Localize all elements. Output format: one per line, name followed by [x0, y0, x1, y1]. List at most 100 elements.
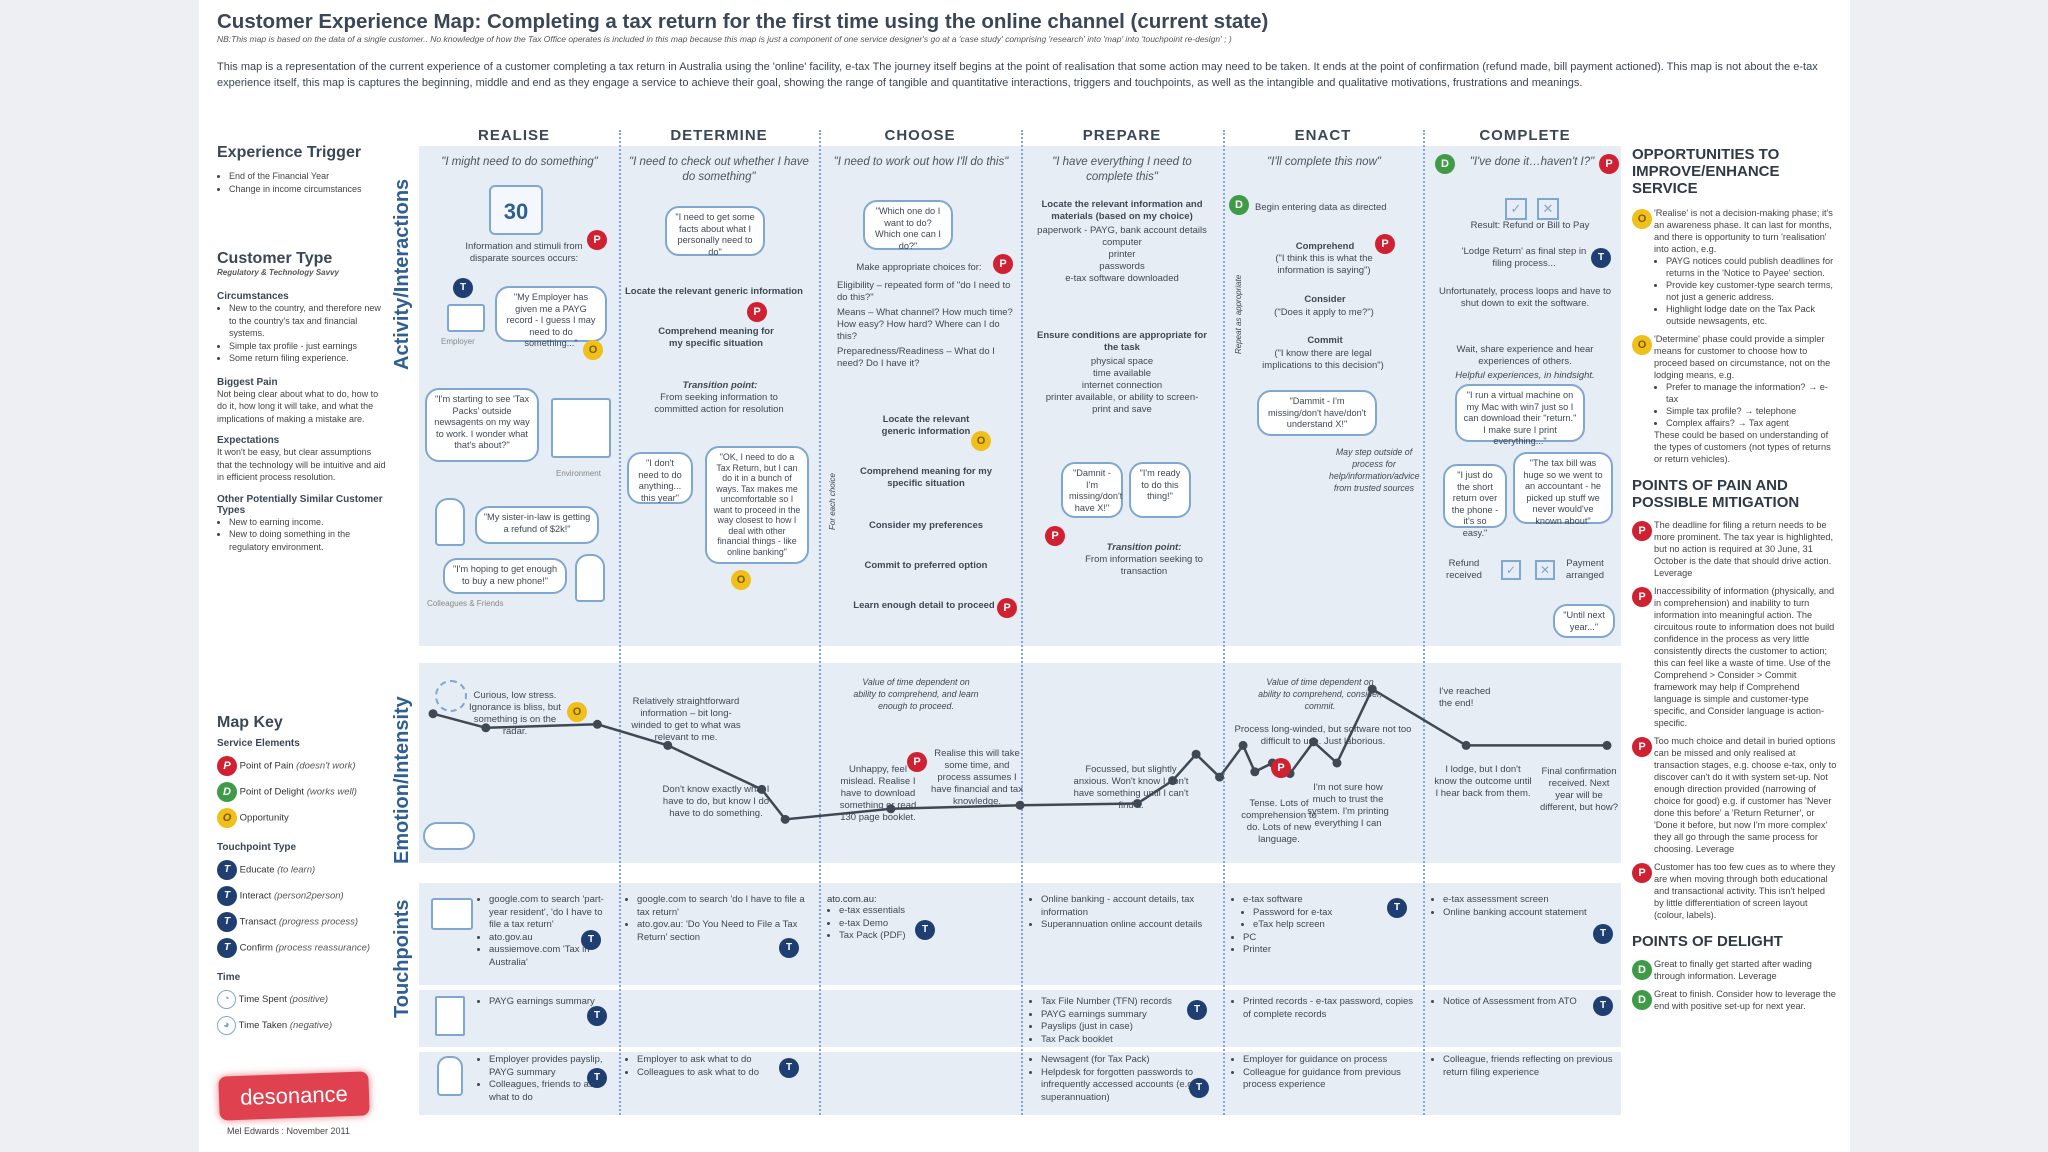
enact-commit: Commit [1265, 335, 1385, 347]
key-hint: (negative) [290, 1020, 332, 1031]
touchpoint-item: Printer [1243, 944, 1381, 957]
customer-type-subtitle: Regulatory & Technology Savvy [217, 268, 387, 277]
employer-label: Employer [441, 336, 475, 348]
phase-header-determine: DETERMINE [644, 127, 794, 144]
phase-header-choose: CHOOSE [845, 127, 995, 144]
key-label: Transact [240, 917, 277, 928]
phase-header-prepare: PREPARE [1047, 127, 1197, 144]
touchpoint-item: e-tax software [1243, 894, 1381, 907]
quote-complete: "I've done it…haven't I?" [1457, 155, 1607, 170]
calendar-icon: 30 [489, 185, 543, 235]
cross-box-icon: ✕ [1535, 560, 1555, 580]
opportunity-icon: O [731, 570, 751, 590]
emotion-prepare: Focussed, but slightly anxious. Won't kn… [1071, 764, 1191, 812]
key-educate: T Educate (to learn) [217, 860, 315, 880]
interact-icon: T [217, 886, 237, 906]
determine-comprehend: Comprehend meaning for my specific situa… [651, 326, 781, 350]
opportunity-text: 'Realise' is not a decision-making phase… [1654, 207, 1837, 255]
complete-result: Result: Refund or Bill to Pay [1455, 220, 1605, 232]
enact-begin: Begin entering data as directed [1255, 202, 1415, 214]
laptop-icon [431, 898, 473, 930]
pain-icon: P [1599, 154, 1619, 174]
transition-text: From information seeking to transaction [1079, 554, 1209, 578]
column-separator [1021, 130, 1023, 1115]
sun-icon [435, 680, 467, 712]
column-separator [819, 130, 821, 1115]
opportunity-item: O 'Realise' is not a decision-making pha… [1632, 207, 1837, 327]
opportunity-bullet: Highlight lodge date on the Tax Pack out… [1666, 303, 1837, 327]
bubble-dammit: "Dammit - I'm missing/don't have/don't u… [1257, 390, 1377, 436]
key-hint: (progress process) [279, 917, 358, 928]
material-item: e-tax software downloaded [1037, 273, 1207, 285]
quote-choose: "I need to work out how I'll do this" [831, 155, 1011, 170]
interact-icon: T [779, 1058, 799, 1078]
pain-icon: P [997, 598, 1017, 618]
emotion-enact-3: I'm not sure how much to trust the syste… [1303, 782, 1393, 830]
touchpoints-enact-people: Employer for guidance on process Colleag… [1231, 1054, 1421, 1092]
cross-box-icon: ✕ [1537, 198, 1559, 220]
opportunity-icon: O [567, 702, 587, 722]
choice-item: Preparedness/Readiness – What do I need?… [837, 346, 1017, 370]
material-item: passwords [1037, 261, 1207, 273]
touchpoint-item: Colleague, friends reflecting on previou… [1443, 1054, 1619, 1079]
key-transact: T Transact (progress process) [217, 912, 358, 932]
bubble-dont-need: "I don't need to do anything... this yea… [627, 452, 693, 504]
choose-learn: Learn enough detail to proceed [839, 600, 1009, 612]
key-hint: (works well) [307, 787, 357, 798]
experience-map-poster: Customer Experience Map: Completing a ta… [199, 0, 1850, 1152]
emotion-complete-3: Final confirmation received. Next year w… [1539, 766, 1619, 814]
choose-locate: Locate the relevant generic information [871, 414, 981, 438]
trigger-item: End of the Financial Year [229, 170, 387, 183]
bubble-tax-packs: "I'm starting to see 'Tax Packs' outside… [425, 388, 539, 462]
emotion-realise: Curious, low stress. Ignorance is bliss,… [465, 690, 565, 738]
time-title: Time [217, 972, 240, 983]
opportunity-text: These could be based on understanding of… [1654, 429, 1837, 465]
repeat-as-appropriate: Repeat as appropriate [1233, 275, 1245, 354]
touchpoint-item: Newsagent (for Tax Pack) [1041, 1054, 1199, 1067]
person-icon [575, 554, 605, 602]
opportunity-bullet: Prefer to manage the information? → e-ta… [1666, 381, 1837, 405]
choose-intro: Make appropriate choices for: [839, 262, 999, 274]
condition-item: time available [1037, 368, 1207, 380]
pain-text: Inaccessibility of information (physical… [1654, 585, 1837, 729]
delight-icon: D [1632, 990, 1652, 1010]
bubble-employer: "My Employer has given me a PAYG record … [495, 286, 607, 342]
bubble-tax-bill: "The tax bill was huge so we went to an … [1513, 452, 1613, 524]
environment-label: Environment [556, 468, 601, 480]
key-interact: T Interact (person2person) [217, 886, 344, 906]
key-hint: (doesn't work) [296, 761, 355, 772]
pain-icon: P [1632, 737, 1652, 757]
circumstance-item: New to the country, and therefore new to… [229, 302, 387, 340]
bubble-short-return: "I just do the short return over the pho… [1443, 464, 1507, 528]
pain-title: POINTS OF PAIN AND POSSIBLE MITIGATION [1632, 477, 1837, 511]
pain-icon: P [1632, 863, 1652, 883]
touchpoint-item: Colleague for guidance from previous pro… [1243, 1067, 1421, 1092]
enact-help: May step outside of process for help/inf… [1329, 446, 1419, 494]
transact-icon: T [1187, 1000, 1207, 1020]
circumstance-item: Some return filing experience. [229, 352, 387, 365]
shop-icon [551, 398, 611, 458]
emotion-point [1250, 767, 1259, 776]
enact-consider-quote: ("Does it apply to me?") [1259, 307, 1389, 319]
bubble-missing: "Damnit - I'm missing/don't have X!" [1061, 462, 1123, 518]
touchpoint-item: Online banking - account details, tax in… [1041, 894, 1219, 919]
confirm-icon: T [1591, 248, 1611, 268]
row-label-activity: Activity/Interactions [391, 179, 414, 370]
touchpoints-complete-people: Colleague, friends reflecting on previou… [1431, 1054, 1619, 1079]
opportunity-icon: O [217, 808, 237, 828]
biggest-pain-text: Not being clear about what to do, how to… [217, 388, 387, 426]
other-type-item: New to doing something in the regulatory… [229, 528, 387, 553]
opportunity-bullet: PAYG notices could publish deadlines for… [1666, 255, 1837, 279]
column-separator [1423, 130, 1425, 1115]
delight-icon: D [217, 782, 237, 802]
pain-item: P The deadline for filing a return needs… [1632, 519, 1837, 579]
transition-label: Transition point: [645, 380, 795, 392]
complete-loops: Unfortunately, process loops and have to… [1435, 286, 1615, 310]
pain-icon: P [993, 254, 1013, 274]
expectations-title: Expectations [217, 435, 387, 446]
prepare-locate: Locate the relevant information and mate… [1037, 199, 1207, 223]
customer-type-title: Customer Type [217, 250, 387, 268]
prepare-conditions: physical space time available internet c… [1037, 356, 1207, 416]
quote-prepare: "I have everything I need to complete th… [1037, 155, 1207, 185]
key-time-spent: ◔ Time Spent (positive) [217, 990, 328, 1009]
